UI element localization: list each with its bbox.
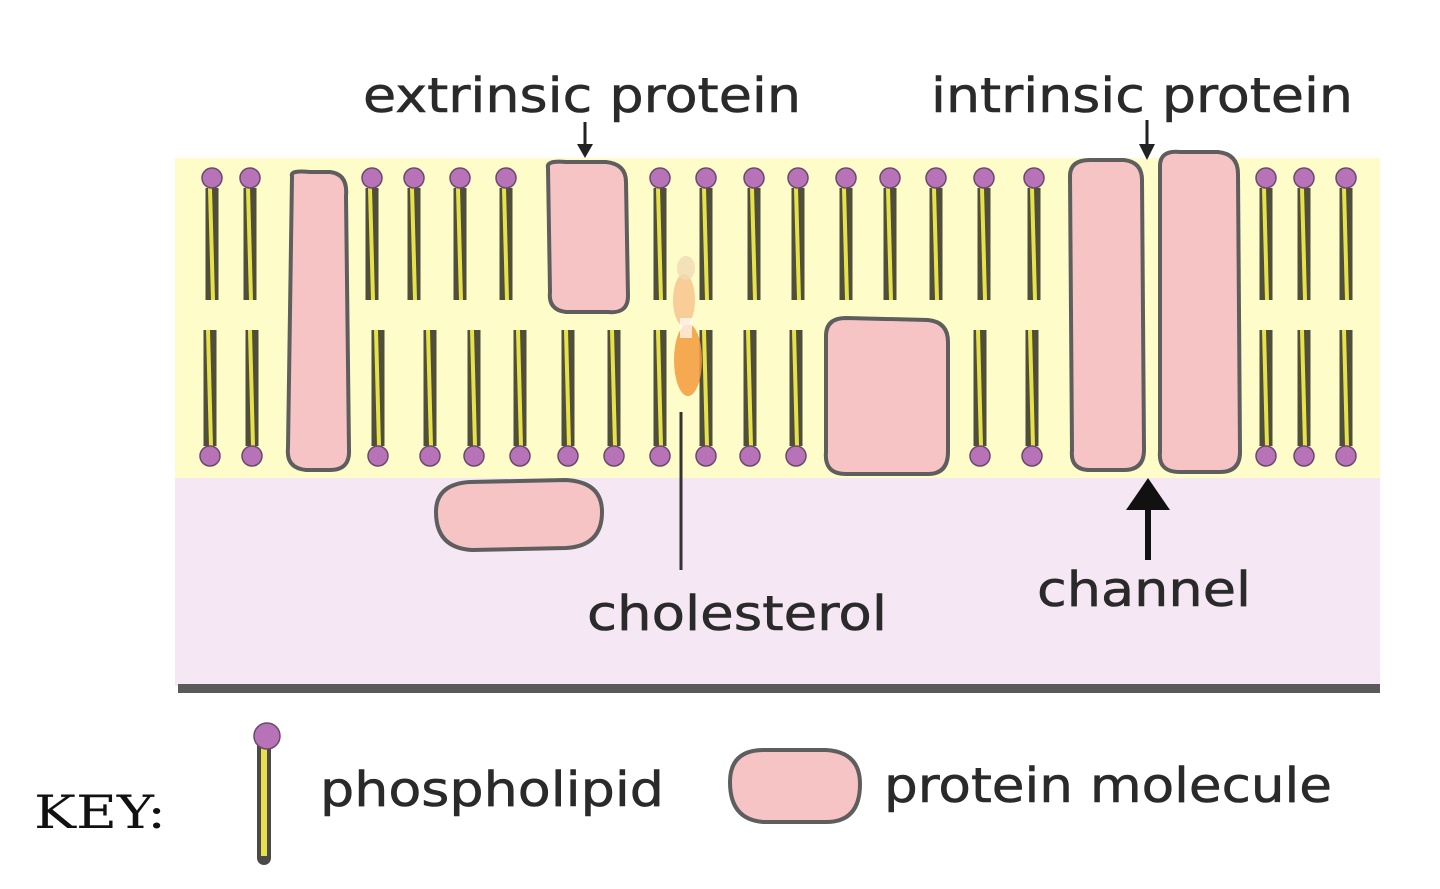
intrinsic-protein-right-half — [1157, 149, 1243, 474]
extrinsic-arrow-head — [577, 144, 593, 158]
arrows — [577, 120, 1170, 570]
phospholipid-upper-2 — [361, 167, 383, 301]
key-protein-symbol — [727, 748, 863, 824]
key-title: KEY: — [34, 785, 166, 839]
phospholipid-upper-12 — [925, 167, 947, 301]
key-phospholipid-symbol — [253, 722, 281, 865]
phospholipid-lower-8 — [649, 329, 671, 467]
baseline — [178, 684, 1380, 693]
phospholipid-lower-7 — [603, 329, 625, 467]
phospholipid-upper-9 — [787, 167, 809, 301]
phospholipid-lower-10 — [739, 329, 761, 467]
phospholipid-upper-7 — [695, 167, 717, 301]
phospholipid-upper-3 — [403, 167, 425, 301]
phospholipid-upper-11 — [879, 167, 901, 301]
cytoplasm-band — [175, 478, 1380, 686]
phospholipid-upper-8 — [743, 167, 765, 301]
phospholipid-lower-4 — [463, 329, 485, 467]
label-channel: channel — [1037, 562, 1251, 618]
phospholipid-upper-0 — [201, 167, 223, 301]
phospholipid-lower-1 — [241, 329, 263, 467]
phospholipid-lower-0 — [199, 329, 221, 467]
extrinsic-protein-shape — [545, 159, 631, 315]
phospholipid-lower-15 — [1293, 329, 1315, 467]
phospholipid-lower-12 — [969, 329, 991, 467]
intrinsic-protein-left-half — [1067, 158, 1147, 472]
phospholipid-lower-9 — [695, 329, 717, 467]
phospholipid-lower-2 — [367, 329, 389, 467]
phospholipid-upper-16 — [1293, 167, 1315, 301]
phospholipid-lower-11 — [785, 329, 807, 467]
label-intrinsic-protein: intrinsic protein — [931, 68, 1353, 124]
phospholipid-upper-13 — [973, 167, 995, 301]
channel-arrow-head — [1126, 478, 1170, 510]
phospholipid-bilayer — [199, 167, 1357, 467]
phospholipid-upper-6 — [649, 167, 671, 301]
key-protein-molecule-label: protein molecule — [884, 758, 1332, 814]
inner-protein-shape — [823, 315, 950, 476]
phospholipid-lower-13 — [1021, 329, 1043, 467]
phospholipid-upper-4 — [449, 167, 471, 301]
phospholipid-lower-6 — [557, 329, 579, 467]
label-extrinsic-protein: extrinsic protein — [363, 68, 801, 124]
label-cholesterol: cholesterol — [587, 586, 887, 642]
peripheral-protein-bottom — [433, 477, 605, 553]
transmembrane-protein-left — [285, 169, 352, 472]
phospholipid-lower-14 — [1255, 329, 1277, 467]
phospholipid-lower-5 — [509, 329, 531, 467]
key-phospholipid-label: phospholipid — [320, 762, 664, 818]
phospholipid-upper-14 — [1023, 167, 1045, 301]
key-legend: KEY: phospholipid protein molecule — [34, 722, 1332, 865]
protein-molecules — [285, 149, 1243, 553]
phospholipid-upper-10 — [835, 167, 857, 301]
cholesterol-molecule — [673, 256, 702, 396]
phospholipid-lower-3 — [419, 329, 441, 467]
phospholipid-upper-5 — [495, 167, 517, 301]
phospholipid-upper-1 — [239, 167, 261, 301]
phospholipid-lower-16 — [1335, 329, 1357, 467]
phospholipid-upper-15 — [1255, 167, 1277, 301]
intrinsic-arrow-head — [1139, 144, 1155, 160]
phospholipid-upper-17 — [1335, 167, 1357, 301]
